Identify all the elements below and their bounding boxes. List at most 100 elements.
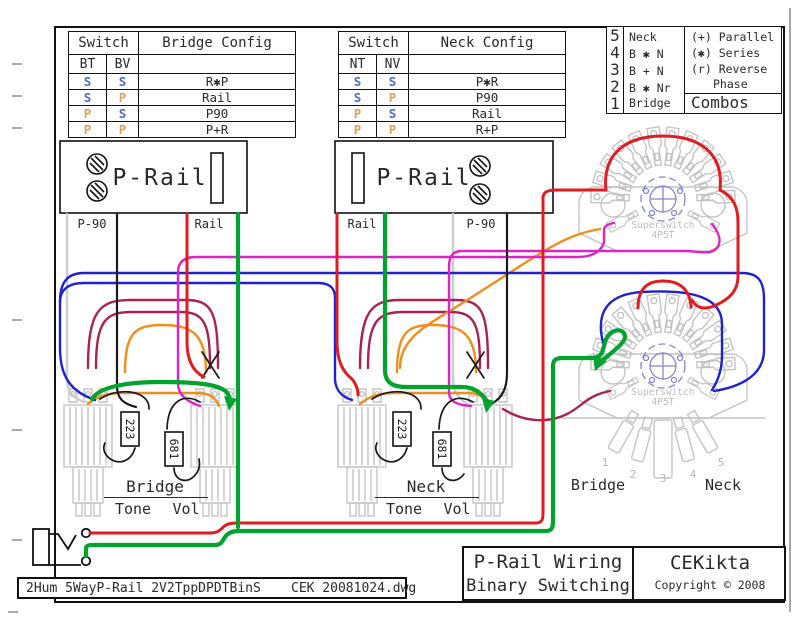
wire-bridge-orange-link bbox=[86, 391, 221, 408]
neck-pots-underline bbox=[375, 497, 479, 498]
combos-legend-box: 5 4 3 2 1 Neck B ✱ N B + N B ✱ Nr Bridge… bbox=[606, 26, 782, 114]
page-edge-ticks bbox=[8, 8, 791, 613]
wire-neck-rail-red bbox=[335, 212, 360, 397]
legend-reverse: (r) Reverse bbox=[691, 62, 768, 76]
bridge-col-bv: BV bbox=[105, 54, 140, 74]
bridge-row2-config: P90 bbox=[138, 105, 297, 122]
copyright-text: Copyright © 2008 bbox=[654, 578, 766, 592]
drawing-file-name: CEK 20081024.dwg bbox=[291, 581, 417, 596]
green-arrowheads bbox=[224, 355, 607, 413]
drawing-frame bbox=[54, 26, 785, 603]
bridge-tone-label: Tone bbox=[114, 500, 152, 518]
neck-pickup-label: P-Rail bbox=[376, 165, 472, 191]
bridge-row0-config: R✱P bbox=[138, 73, 297, 90]
superswitch-bottom-label: Superswitch bbox=[631, 387, 695, 398]
output-jack bbox=[32, 527, 92, 567]
bridge-pickup-label: P-Rail bbox=[112, 165, 208, 191]
bridge-row1-config: Rail bbox=[138, 89, 297, 106]
neck-pots-group-label: Neck bbox=[406, 477, 446, 496]
neck-vol-label: Vol bbox=[443, 500, 471, 518]
selector-position-numbers: 1 2 3 4 5 bbox=[602, 456, 725, 485]
wire-neck-crimson-outer bbox=[358, 298, 490, 370]
bridge-vol-cap-value: 681 bbox=[167, 439, 181, 460]
diagram-title-line2: Binary Switching bbox=[466, 576, 630, 596]
combo-label-1: Bridge bbox=[629, 96, 671, 110]
neck-pickup-drawing bbox=[334, 140, 554, 214]
combo-label-4: B ✱ N bbox=[629, 47, 664, 61]
combo-num-3: 3 bbox=[610, 60, 620, 79]
bridge-coil-left-label: P-90 bbox=[77, 217, 107, 231]
combo-num-1: 1 bbox=[610, 94, 620, 113]
wire-bridge-crimson-inner bbox=[94, 310, 212, 370]
capacitors: 223 681 223 681 bbox=[120, 411, 452, 467]
bridge-pickup-drawing bbox=[59, 140, 248, 214]
bridge-col-bt: BT bbox=[68, 54, 107, 74]
neck-row0-config: P✱R bbox=[408, 73, 567, 90]
superswitch-top-type: 4P5T bbox=[651, 230, 675, 241]
wire-neck-green bbox=[382, 211, 492, 407]
wire-hot-red-jack-to-topswitch bbox=[88, 188, 608, 535]
bridge-row3-config: P+R bbox=[138, 121, 297, 138]
legend-phase: Phase bbox=[713, 77, 748, 91]
title-block: P-Rail Wiring Binary Switching CEKikta C… bbox=[462, 546, 786, 601]
wire-blue-tone-to-tone bbox=[58, 281, 354, 402]
combo-label-3: B + N bbox=[629, 64, 664, 78]
phase-x-mark-neck bbox=[466, 351, 485, 379]
bridge-tone-cap-value: 223 bbox=[123, 419, 137, 440]
combo-label-2: B ✱ Nr bbox=[629, 81, 671, 95]
superswitch-bottom-type: 4P5T bbox=[651, 397, 675, 408]
wire-bridge-rail-red bbox=[185, 212, 206, 379]
drawing-code-box: 2Hum 5WayP-Rail 2V2TppDPDTBinS CEK 20081… bbox=[17, 577, 416, 599]
combo-label-5: Neck bbox=[629, 30, 657, 44]
neck-row3-config: R+P bbox=[408, 121, 567, 138]
bridge-vol-label: Vol bbox=[172, 500, 200, 518]
wire-neck-black bbox=[485, 212, 509, 408]
legend-parallel: (+) Parallel bbox=[691, 30, 775, 44]
combos-title: Combos bbox=[691, 93, 749, 112]
neck-tone-cap-value: 223 bbox=[395, 419, 409, 440]
neck-coil-left-label: Rail bbox=[347, 217, 377, 231]
combo-num-4: 4 bbox=[610, 43, 620, 62]
wire-blue-long-to-switch bbox=[58, 271, 766, 393]
wire-red-down-right bbox=[690, 188, 740, 310]
neck-col-nt: NT bbox=[338, 54, 377, 74]
wire-neck-crimson-inner bbox=[366, 310, 482, 370]
wire-green-ground-bus bbox=[83, 328, 627, 559]
bridge-pots-group-label: Bridge bbox=[126, 477, 184, 496]
wire-red-bottomswitch-arc bbox=[636, 279, 693, 310]
wire-green-bridge-ground-link bbox=[89, 379, 234, 405]
selector-bridge-label: Bridge bbox=[570, 476, 626, 494]
selector-neck-label: Neck bbox=[704, 476, 742, 494]
wire-neck-orange-loop bbox=[395, 323, 478, 374]
legend-series: (✱) Series bbox=[691, 46, 761, 60]
author-name: CEKikta bbox=[669, 552, 751, 574]
neck-col-nv: NV bbox=[375, 54, 410, 74]
neck-coil-right-label: P-90 bbox=[466, 217, 496, 231]
wire-bridge-black bbox=[115, 212, 138, 409]
cap-leads bbox=[99, 351, 485, 482]
selector-pos-3: 3 bbox=[660, 472, 667, 485]
phase-x-mark-bridge bbox=[201, 351, 220, 379]
neck-config-header: Neck Config bbox=[408, 31, 567, 55]
superswitch-top-label: Superswitch bbox=[631, 220, 695, 231]
wire-bridge-crimson-outer bbox=[86, 298, 220, 370]
wire-bridge-orange-loop bbox=[123, 323, 208, 374]
selector-pos-5: 5 bbox=[718, 456, 725, 469]
diagram-title-line1: P-Rail Wiring bbox=[473, 551, 623, 573]
wire-magenta-topswitch-to-neckvol bbox=[447, 222, 721, 408]
wire-blue-switch-loop bbox=[599, 290, 724, 392]
selector-pos-2: 2 bbox=[630, 468, 637, 481]
selector-pos-4: 4 bbox=[690, 468, 697, 481]
neck-vol-cap-value: 681 bbox=[435, 439, 449, 460]
bridge-switch-header: Switch bbox=[67, 31, 140, 55]
wire-orange-neck-to-switch bbox=[398, 227, 602, 370]
bridge-pots-underline bbox=[104, 497, 208, 498]
selector-lever-fan bbox=[561, 408, 765, 479]
bridge-coil-right-label: Rail bbox=[194, 217, 224, 231]
neck-switch-header: Switch bbox=[337, 31, 410, 55]
combo-num-5: 5 bbox=[610, 26, 620, 45]
bridge-config-header: Bridge Config bbox=[138, 31, 297, 55]
